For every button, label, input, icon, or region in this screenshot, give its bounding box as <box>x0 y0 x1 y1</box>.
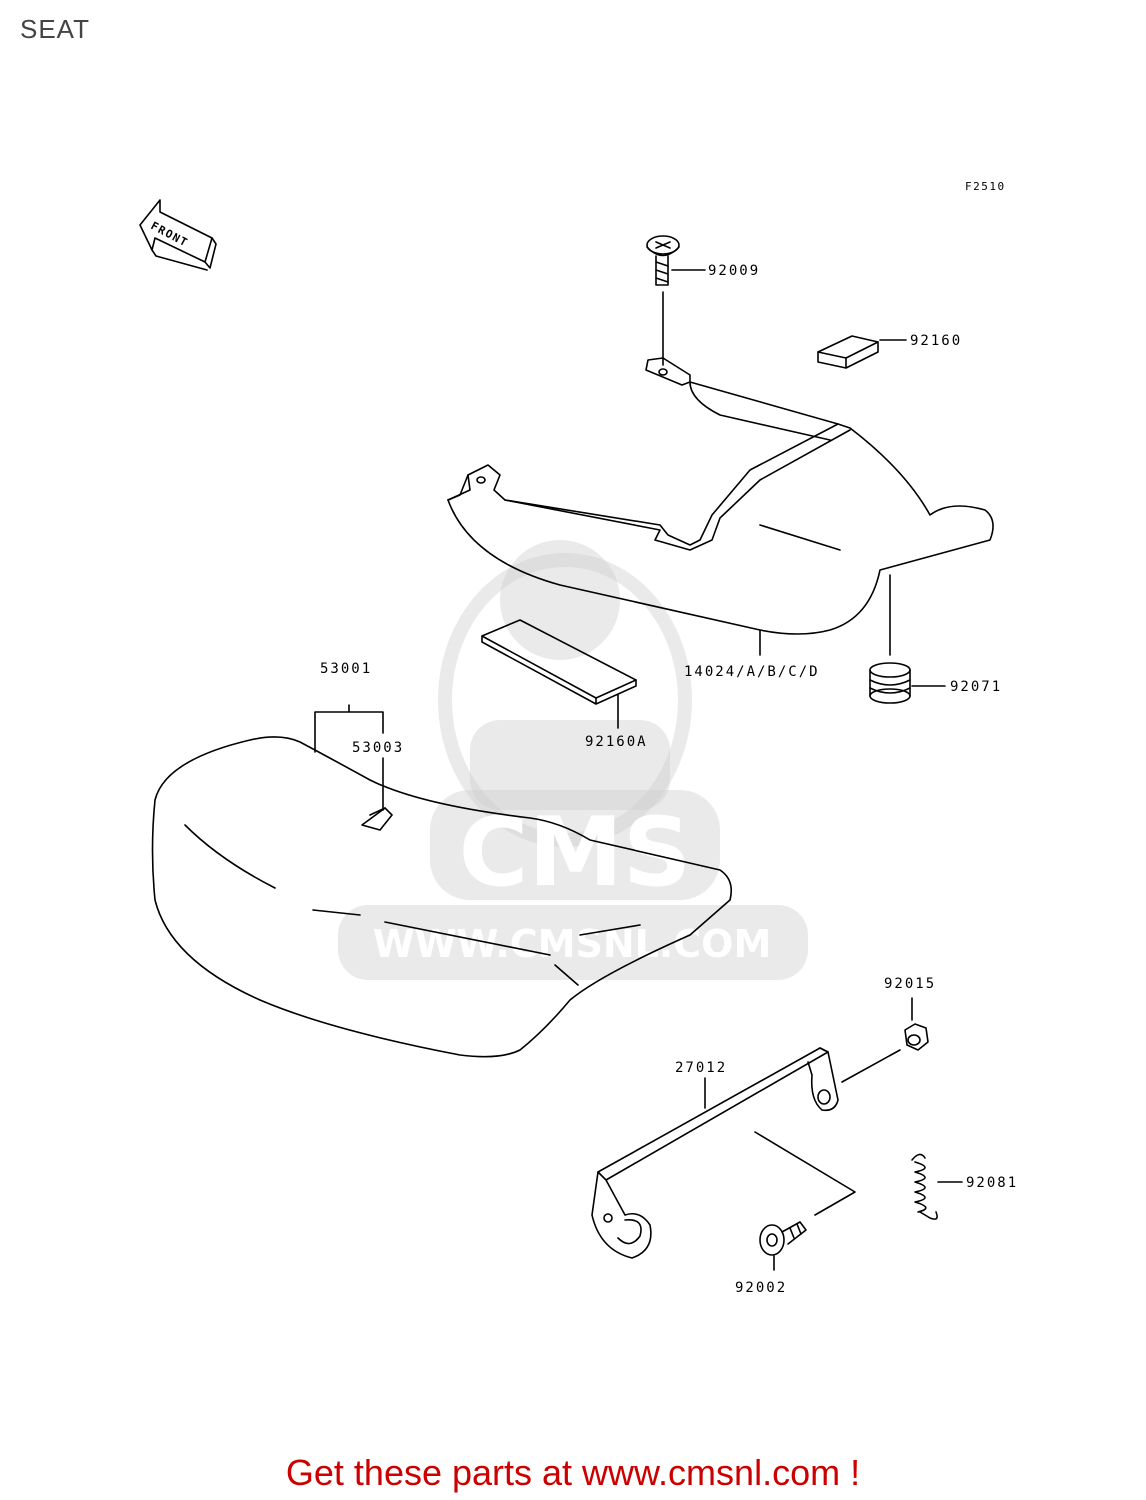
label-92081: 92081 <box>966 1175 1018 1191</box>
nut-92015-icon <box>841 997 929 1083</box>
seat-cover-14024 <box>447 357 994 656</box>
front-arrow-icon: FRONT <box>139 199 217 271</box>
pad-92160-icon <box>817 335 907 369</box>
bracket-27012 <box>591 1047 856 1259</box>
bolt-92009-icon <box>646 235 706 366</box>
damper-92071-icon <box>869 662 946 704</box>
parts-diagram: CMS WWW.CMSNL.COM F2510 FRONT 92009 9216… <box>139 180 1018 1296</box>
pad-92160A-icon <box>481 619 637 729</box>
label-92160: 92160 <box>910 333 962 349</box>
spring-92081-icon <box>911 1153 963 1220</box>
watermark-url: WWW.CMSNL.COM <box>373 922 772 966</box>
label-53003: 53003 <box>352 740 404 756</box>
footer-promo-link[interactable]: Get these parts at www.cmsnl.com ! <box>285 1452 861 1493</box>
label-92160A: 92160A <box>585 734 648 750</box>
figure-code: F2510 <box>965 180 1006 193</box>
watermark: CMS WWW.CMSNL.COM <box>338 540 808 980</box>
label-92002: 92002 <box>735 1280 787 1296</box>
watermark-brand: CMS <box>459 798 692 908</box>
label-14024: 14024/A/B/C/D <box>684 664 820 680</box>
seat-53001 <box>151 704 733 1058</box>
label-27012: 27012 <box>675 1060 727 1076</box>
page-title: SEAT <box>20 14 90 44</box>
label-92009: 92009 <box>708 263 760 279</box>
label-53001: 53001 <box>320 661 372 677</box>
label-92015: 92015 <box>884 976 936 992</box>
label-92071: 92071 <box>950 679 1002 695</box>
bolt-92002-icon <box>759 1221 807 1271</box>
